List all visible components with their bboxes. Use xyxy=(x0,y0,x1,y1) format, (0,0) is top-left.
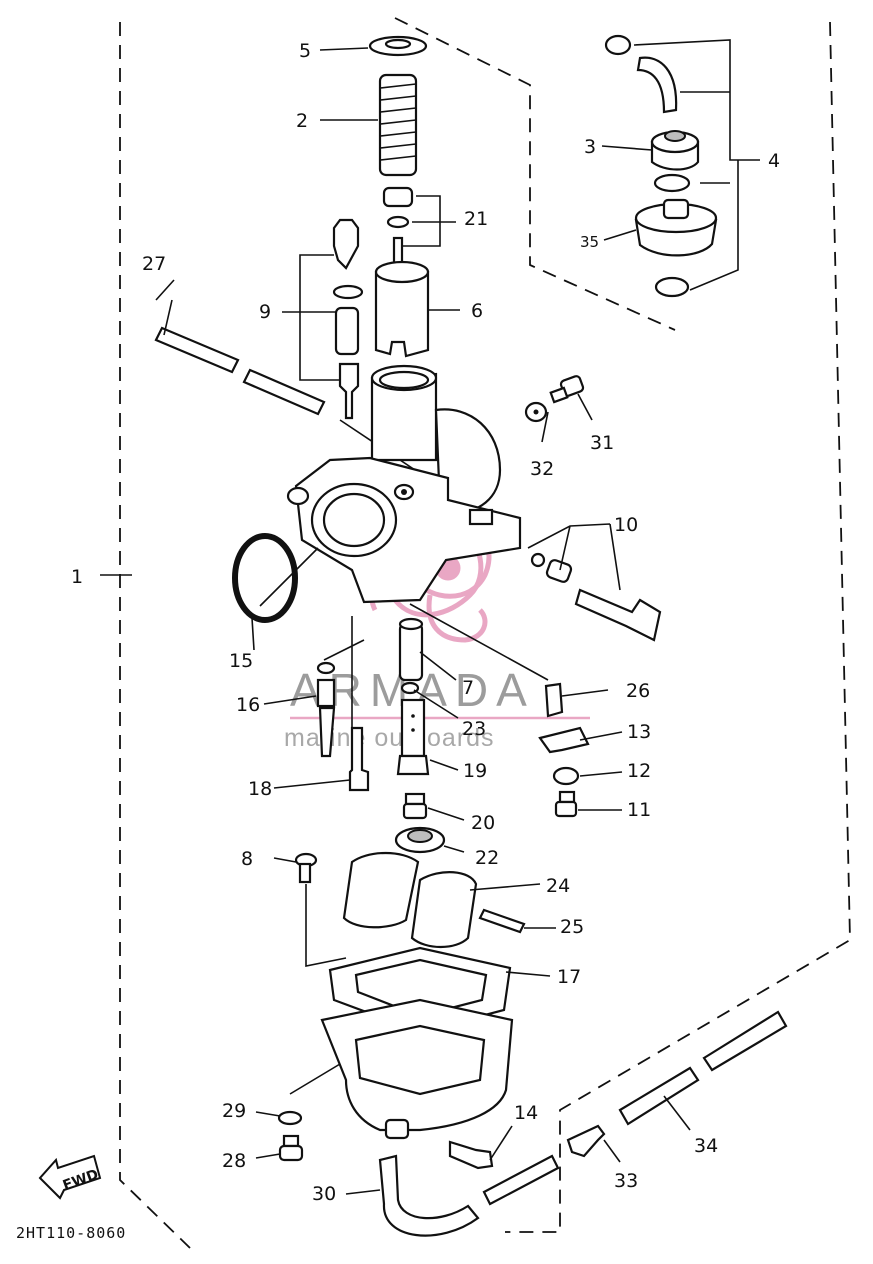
part-18-starter-jet xyxy=(348,726,370,792)
part-label-34: 34 xyxy=(694,1135,718,1157)
part-label-20: 20 xyxy=(471,812,495,834)
part-5-cap-washer xyxy=(368,35,428,57)
part-10-pilot-screw xyxy=(530,552,662,642)
part-label-7: 7 xyxy=(462,677,474,699)
part-label-22: 22 xyxy=(475,847,499,869)
part-21-needle-clip xyxy=(382,186,414,278)
part-label-25: 25 xyxy=(560,916,584,938)
part-15-o-ring xyxy=(232,533,298,623)
part-label-24: 24 xyxy=(546,875,570,897)
part-9-screw-assembly xyxy=(332,218,364,420)
part-8-screw xyxy=(294,852,318,884)
part-label-29: 29 xyxy=(222,1100,246,1122)
part-label-2: 2 xyxy=(296,110,308,132)
part-16-pilot-jet xyxy=(316,661,336,758)
part-label-16: 16 xyxy=(236,694,260,716)
part-6-throttle-valve xyxy=(374,260,430,358)
part-label-11: 11 xyxy=(627,799,651,821)
part-label-21: 21 xyxy=(464,208,488,230)
part-label-5: 5 xyxy=(299,40,311,62)
part-14-drain-fitting xyxy=(448,1140,494,1170)
part-32-washer xyxy=(524,401,548,423)
part-label-31: 31 xyxy=(590,432,614,454)
part-34-overflow-hose xyxy=(618,1010,788,1126)
part-label-15: 15 xyxy=(229,650,253,672)
carburetor-body xyxy=(286,364,522,604)
part-label-23: 23 xyxy=(462,718,486,740)
part-label-9: 9 xyxy=(259,301,271,323)
diagram-code: 2HT110-8060 xyxy=(16,1224,126,1242)
part-12-washer xyxy=(552,766,580,786)
part-label-26: 26 xyxy=(626,680,650,702)
part-19-main-jet-holder xyxy=(396,698,430,776)
part-label-35: 35 xyxy=(580,233,599,251)
part-4-washer xyxy=(653,173,691,193)
float-chamber xyxy=(320,998,514,1140)
part-labels: 1 2 3 4 5 6 7 8 9 10 11 12 13 14 15 16 1… xyxy=(71,40,780,1205)
part-25-float-pin xyxy=(478,908,526,934)
part-2-spring xyxy=(378,73,418,177)
part-label-30: 30 xyxy=(312,1183,336,1205)
part-31-screw xyxy=(549,375,585,404)
part-30-drain-hose xyxy=(378,1154,560,1237)
part-label-3: 3 xyxy=(584,136,596,158)
leader-lines xyxy=(100,39,760,1195)
part-26-fitting xyxy=(544,682,564,718)
part-3-top-cap xyxy=(650,130,700,171)
watermark-tagline: marine outboards xyxy=(284,724,495,752)
part-4-cable-elbow xyxy=(604,34,678,114)
part-label-32: 32 xyxy=(530,458,554,480)
part-label-6: 6 xyxy=(471,300,483,322)
part-label-33: 33 xyxy=(614,1170,638,1192)
part-33-overflow-fitting xyxy=(566,1124,606,1158)
part-7-needle-jet xyxy=(398,617,424,682)
part-label-14: 14 xyxy=(514,1102,538,1124)
part-label-13: 13 xyxy=(627,721,651,743)
part-label-17: 17 xyxy=(557,966,581,988)
part-13-bracket xyxy=(538,726,590,754)
part-label-8: 8 xyxy=(241,848,253,870)
part-35-mixing-chamber-top xyxy=(634,198,718,257)
part-label-12: 12 xyxy=(627,760,651,782)
part-29-washer xyxy=(277,1110,303,1126)
assembly-boundary xyxy=(119,17,851,1249)
part-label-27: 27 xyxy=(142,253,166,275)
part-11-screw xyxy=(554,790,578,818)
part-20-main-jet xyxy=(402,792,428,820)
part-24-floats xyxy=(342,852,478,948)
fwd-arrow-icon: FWD xyxy=(38,1154,102,1200)
part-27-rod xyxy=(154,326,521,541)
part-label-28: 28 xyxy=(222,1150,246,1172)
part-4-circlip xyxy=(654,276,690,298)
part-label-4: 4 xyxy=(768,150,780,172)
part-22-washer xyxy=(394,826,446,854)
part-label-19: 19 xyxy=(463,760,487,782)
part-label-18: 18 xyxy=(248,778,272,800)
part-label-10: 10 xyxy=(614,514,638,536)
part-label-1: 1 xyxy=(71,566,83,588)
part-28-drain-screw xyxy=(278,1134,304,1162)
